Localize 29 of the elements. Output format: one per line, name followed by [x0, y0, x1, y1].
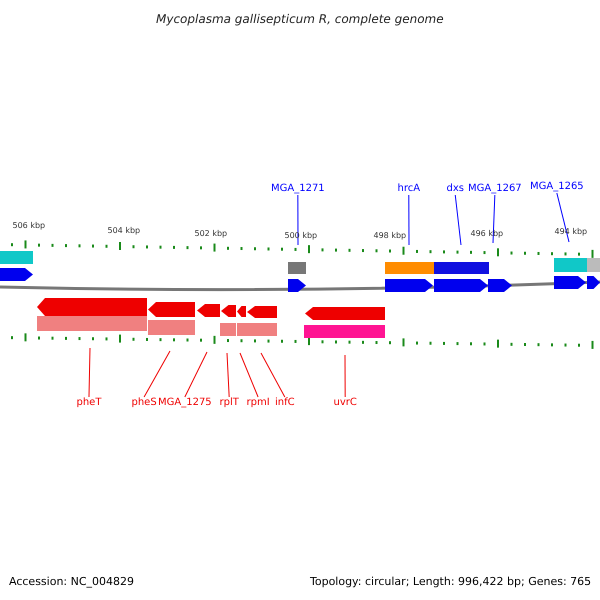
accession-text: Accession: NC_004829: [9, 575, 134, 588]
gene-label: rplT: [220, 397, 239, 409]
leader-line: [184, 352, 208, 398]
gene-label: uvrC: [334, 397, 357, 409]
gene-label: MGA_1267: [468, 183, 522, 195]
gene-label: hrcA: [398, 183, 420, 195]
gene-label: infC: [275, 397, 295, 409]
title: Mycoplasma gallisepticum R, complete genome: [156, 12, 444, 26]
scale-label: 506 kbp: [12, 221, 46, 231]
leader-line: [297, 194, 298, 246]
gene-label: MGA_1275: [158, 397, 212, 409]
leader-line: [454, 194, 462, 246]
leader-line: [260, 352, 286, 398]
leader-line: [144, 350, 170, 398]
gene-label: MGA_1271: [271, 183, 325, 195]
genome-info-text: Topology: circular; Length: 996,422 bp; Genes: 765: [310, 575, 592, 588]
scale-label: 498 kbp: [374, 231, 406, 241]
gene-label: dxs: [446, 183, 464, 195]
leader-line: [492, 194, 496, 244]
gene-label: pheT: [76, 397, 102, 409]
genome-map-drawing: [0, 240, 600, 349]
leader-line: [88, 348, 90, 398]
gene-label: rpmI: [246, 397, 270, 409]
gene-label: pheS: [132, 397, 157, 409]
leader-line: [408, 194, 410, 246]
gene-label: MGA_1265: [530, 181, 584, 193]
leader-line: [240, 352, 259, 398]
leader-line: [226, 352, 230, 398]
leader-line: [344, 354, 346, 398]
